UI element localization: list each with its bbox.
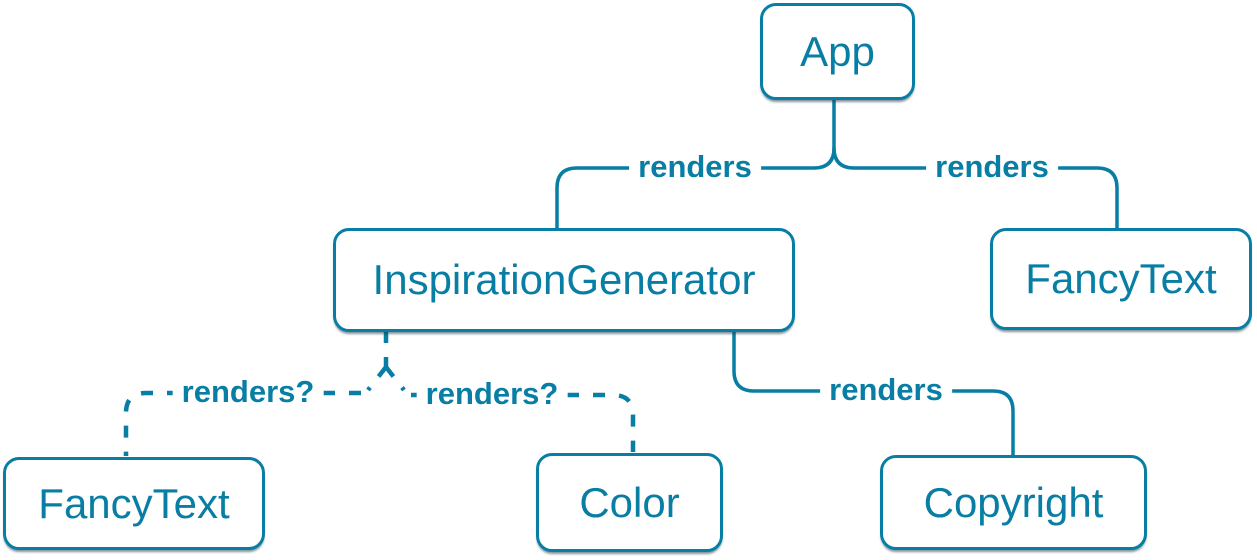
edge-inspirationgenerator-to-fancytext — [123, 365, 388, 456]
edge-label-renders-maybe-right: renders? — [416, 376, 568, 413]
node-fancy-text-top: FancyText — [990, 228, 1252, 330]
edge-app-to-fancytext — [832, 146, 1119, 231]
edge-inspirationgenerator-to-color — [384, 365, 636, 452]
node-copyright: Copyright — [880, 455, 1147, 550]
node-inspiration-generator: InspirationGenerator — [333, 228, 795, 332]
edge-label-renders-maybe-left: renders? — [172, 374, 324, 411]
node-color: Color — [536, 453, 723, 552]
node-app: App — [760, 3, 915, 100]
edge-label-renders-app-right: renders — [926, 149, 1058, 186]
node-fancy-text-bottom: FancyText — [3, 457, 265, 550]
edge-label-renders-app-left: renders — [629, 149, 761, 186]
edge-label-renders-copyright: renders — [820, 372, 952, 409]
